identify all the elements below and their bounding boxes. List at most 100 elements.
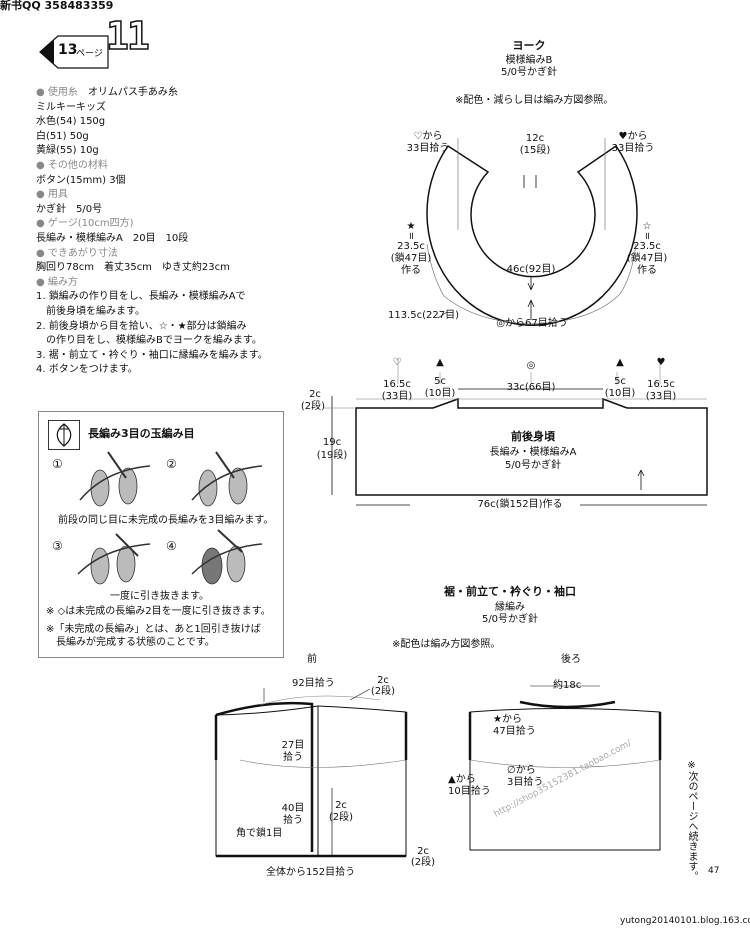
instr-line: 白(51) 50g [36,130,89,142]
instr-line: ボタン(15mm) 3個 [36,174,126,186]
back-star: ★から [493,714,522,725]
front-40b: 拾う [283,815,303,826]
back-empty: ∅から [507,765,536,776]
yoke-outer: 113.5c(227目) [388,310,460,321]
front-c3: 2c [417,846,429,857]
yoke-bottom: ◎から67目拾う [496,318,568,329]
yoke-pattern: 模様編みB [505,55,553,66]
bobble-stitch-icon [48,420,80,450]
edge-note: ※配色は編み方図参照。 [392,639,501,650]
body-height: 19c [322,437,342,448]
body-top-sym: ◎ [526,360,536,371]
footer-blog: yutong20140101.blog.163.com [620,916,750,926]
yoke-left-len: 23.5c [397,241,425,252]
front-label: 前 [307,654,317,665]
body-top-len: 5c [614,376,626,387]
body-top-sym: ♥ [656,357,666,368]
front-27: 27目 [281,740,305,751]
instr-line: 2. 前後身頃から目を拾い、☆・★部分は鎖編み [36,320,247,332]
yoke-hook: 5/0号かぎ針 [500,67,558,78]
body-title: 前後身頃 [511,430,555,443]
front-c1b: (2段) [370,686,396,697]
stitch-note: ※「未完成の長編み」とは、あと1回引き抜けば [46,624,261,635]
body-top-sts: (10目) [424,388,456,399]
yoke-left-chain: (鎖47目) [390,253,432,264]
stitch-note: ※ ◇は未完成の長編み2目を一度に引き抜きます。 [46,606,271,617]
body-bottom: 76c(鎖152目)作る [477,499,563,510]
body-top-len: 16.5c [383,379,411,390]
yoke-center2: (15段) [519,145,551,156]
step4-illustration [191,529,263,585]
instr-line: 黄緑(55) 10g [36,145,99,157]
front-all: 全体から152目拾う [266,867,356,878]
continued-note: ※次のページへ続きます。 [686,760,697,881]
front-c3b: (2段) [410,857,436,868]
instr-line: ● 使用糸 オリムパス手あみ糸 [36,87,178,98]
instr-section: ● 編み方 [36,276,78,288]
back-neck: 約18c [553,680,582,691]
instr-section: ● ゲージ(10cm四方) [36,218,134,230]
body-top-sts: (33目) [381,391,413,402]
instr-line: 4. ボタンをつけます。 [36,364,138,376]
step-number: ② [166,457,177,471]
instructions-list: ● 使用糸 オリムパス手あみ糸 ミルキーキッズ 水色(54) 150g 白(51… [36,86,268,378]
front-c1: 2c [377,675,389,686]
step3-illustration [77,533,151,585]
yoke-right-chain: (鎖47目) [626,253,668,264]
back-tri: ▲から [448,774,476,785]
instr-line: 水色(54) 150g [36,116,106,128]
body-height2: (19段) [316,450,348,461]
yoke-right-top: ♥から [618,131,648,142]
step-caption: 前段の同じ目に未完成の長編みを3目編みます。 [58,515,274,526]
instr-section: ● 用具 [36,189,68,201]
yoke-left-top2: 33目拾う [406,143,450,154]
body-top-len: 33c(66目) [506,382,556,393]
back-label: 後ろ [561,654,581,665]
yoke-center: 12c [525,133,545,144]
edge-hook: 5/0号かぎ針 [481,614,539,625]
back-empty2: 3目拾う [507,777,544,788]
instr-section: ● その他の材料 [36,159,108,171]
front-neck: 92目拾う [292,678,335,689]
front-c2: 2c [335,800,347,811]
body-pattern: 長編み・模様編みA [489,447,577,458]
front-27b: 拾う [283,752,303,763]
instr-line: 1. 鎖編みの作り目をし、長編み・模様編みAで [36,291,246,303]
body-top-sym: ▲ [436,357,444,368]
header-text: 新书QQ 358483359 [0,0,114,12]
front-c2b: (2段) [328,812,354,823]
yoke-right-top2: 33目拾う [611,143,655,154]
stitch-note: 長編みが完成する状態のことです。 [56,637,215,648]
instr-line: 3. 裾・前立て・衿ぐり・袖口に縁編みを編みます。 [36,349,268,361]
page-ref-word: ページ [76,49,103,59]
stitch-instruction-box [38,411,284,658]
step-number: ③ [52,539,63,553]
back-star2: 47目拾う [493,726,536,737]
instr-line: 前後身頃を編みます。 [46,305,145,317]
yoke-note: ※配色・減らし目は編み方図参照。 [455,95,614,106]
yoke-inner: 46c(92目) [506,264,556,275]
instr-line: 胸回り78cm 着丈35cm ゆき丈約23cm [36,262,230,274]
edge-title: 裾・前立て・衿ぐり・袖口 [444,585,576,598]
instr-section: ● できあがり寸法 [36,247,118,259]
back-tri2: 10目拾う [448,786,491,797]
page-ref-number: 13 [58,42,78,58]
edge-pattern: 縁編み [495,602,525,613]
body-left-top: 2c [309,389,321,400]
yoke-left-star: ★ [406,221,416,232]
instr-line: ミルキーキッズ [36,101,106,113]
body-top-sts: (10目) [604,388,636,399]
front-corner: 角で鎖1目 [236,828,283,839]
body-top-sts: (33目) [645,391,677,402]
step2-illustration [191,451,263,507]
step-number: ① [52,457,63,471]
yoke-left-eq: ॥ [408,231,414,242]
yoke-right-star: ☆ [642,221,652,232]
body-top-len: 5c [434,376,446,387]
body-hook: 5/0号かぎ針 [504,460,562,471]
instr-line: 長編み・模様編みA 20目 10段 [36,232,189,244]
